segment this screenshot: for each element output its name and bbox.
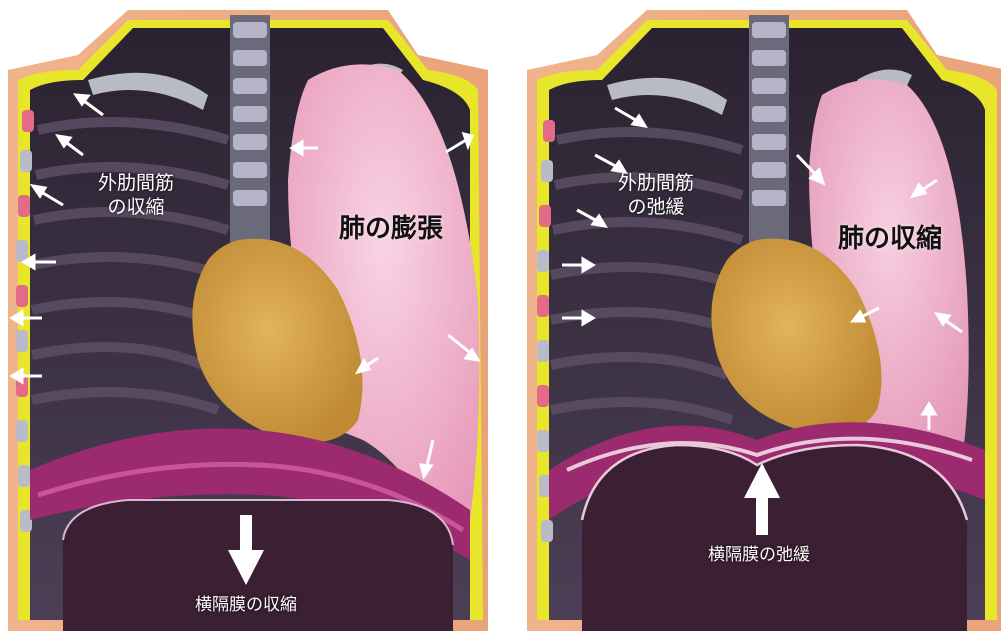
lung-contraction-label: 肺の収縮 (825, 223, 955, 256)
diaphragm-relaxation-label: 横隔膜の弛緩 (689, 545, 829, 566)
exhalation-panel: 外肋間筋 の弛緩 肺の収縮 横隔膜の弛緩 (527, 0, 1001, 631)
external-intercostal-relaxation-label: 外肋間筋 の弛緩 (596, 172, 716, 220)
inhalation-panel: 外肋間筋 の収縮 肺の膨張 横隔膜の収縮 (8, 0, 488, 631)
lung-expansion-label: 肺の膨張 (326, 213, 456, 246)
abdomen (582, 445, 967, 631)
diaphragm-contraction-label: 横隔膜の収縮 (176, 595, 316, 616)
spine (230, 15, 270, 245)
external-intercostal-contraction-label: 外肋間筋 の収縮 (76, 172, 196, 220)
inhalation-illustration (8, 0, 488, 631)
spine (749, 15, 789, 245)
exhalation-illustration (527, 0, 1001, 631)
